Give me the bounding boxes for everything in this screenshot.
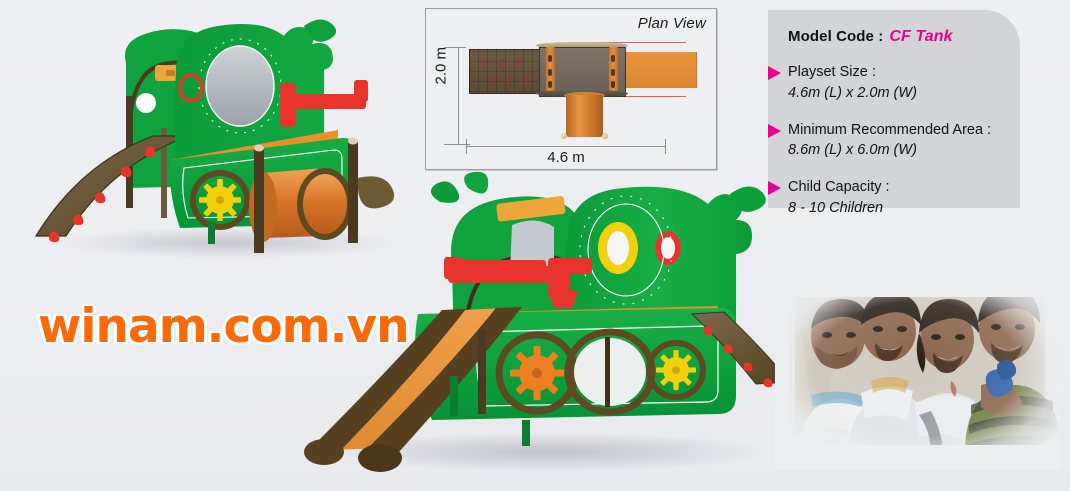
playset-render-main-view bbox=[300, 171, 792, 480]
spec-value: 8 - 10 Children bbox=[788, 199, 884, 216]
support-leg-1 bbox=[450, 376, 458, 416]
depth-dimension-label: 2.0 m bbox=[432, 46, 450, 85]
plan-ramp-grid bbox=[469, 49, 539, 92]
gear-icon-yellow bbox=[656, 350, 696, 390]
depth-dimension-line bbox=[458, 47, 459, 145]
playset-render-left-view bbox=[18, 8, 408, 278]
slide-rail-left bbox=[310, 309, 466, 451]
gear-panel-ring bbox=[190, 170, 250, 230]
tank-turret-nub bbox=[304, 19, 337, 42]
rear-post-2 bbox=[161, 128, 167, 218]
model-code-row: Model Code : CF Tank bbox=[788, 28, 1006, 46]
turret-nub-right bbox=[730, 186, 766, 212]
eye-small-inner bbox=[661, 237, 675, 259]
spec-child-capacity: Child Capacity : 8 - 10 Children bbox=[768, 178, 1006, 219]
spec-label: Playset Size : bbox=[788, 64, 876, 80]
rear-window bbox=[510, 220, 554, 271]
plan-slide bbox=[626, 52, 697, 88]
children-photo bbox=[775, 285, 1060, 470]
site-watermark: winam.com.vn bbox=[38, 299, 410, 354]
plan-column bbox=[566, 95, 603, 137]
center-divider-bar bbox=[605, 337, 610, 407]
plan-footing-right bbox=[602, 133, 608, 139]
arrow-bullet-icon bbox=[768, 181, 781, 196]
plan-band-right bbox=[609, 47, 618, 95]
gear-icon-orange bbox=[510, 346, 564, 400]
plan-body-top-edge bbox=[536, 42, 628, 49]
plan-view-diagram: Plan View bbox=[425, 8, 717, 170]
width-tick-right bbox=[665, 139, 666, 154]
support-post-rear bbox=[478, 330, 486, 414]
cannon bbox=[280, 80, 368, 127]
plan-band-left bbox=[546, 47, 555, 95]
width-dimension-line bbox=[466, 146, 666, 147]
depth-tick-top bbox=[451, 47, 466, 48]
spec-playset-size: Playset Size : 4.6m (L) x 2.0m (W) bbox=[768, 63, 1006, 104]
rear-fin-2 bbox=[464, 171, 489, 194]
model-code-value: CF Tank bbox=[889, 28, 953, 45]
tunnel-posts bbox=[254, 137, 358, 253]
rear-porthole bbox=[136, 93, 156, 113]
arrow-bullet-icon bbox=[768, 123, 781, 138]
eye-large-inner bbox=[607, 231, 629, 265]
rear-step-panel bbox=[496, 196, 566, 222]
gear-ring-right bbox=[646, 340, 706, 400]
rear-fin-left bbox=[430, 181, 460, 203]
side-slide bbox=[357, 176, 395, 209]
product-info-panel: Model Code : CF Tank Playset Size : 4.6m … bbox=[768, 10, 1020, 216]
width-dimension-label: 4.6 m bbox=[547, 149, 585, 166]
spec-minimum-area: Minimum Recommended Area : 8.6m (L) x 6.… bbox=[768, 121, 1006, 162]
ground-shadow bbox=[335, 432, 765, 472]
plan-extent-line-bottom bbox=[581, 96, 686, 97]
slide-end-bumper-right bbox=[358, 444, 402, 472]
climbing-ramp bbox=[36, 136, 188, 236]
slide-bed bbox=[334, 308, 504, 450]
depth-tick-bottom bbox=[451, 144, 466, 145]
red-ring-decal bbox=[178, 73, 204, 103]
gear-icon bbox=[199, 179, 241, 221]
arrow-bullet-icon bbox=[768, 66, 781, 80]
plan-extent-line-top bbox=[581, 42, 686, 43]
ramp-handholds bbox=[49, 146, 156, 243]
spec-value: 8.6m (L) x 6.0m (W) bbox=[788, 142, 917, 159]
plan-footing-left bbox=[561, 133, 567, 139]
cannon-flare bbox=[548, 289, 578, 308]
main-porthole-window bbox=[206, 46, 274, 126]
plan-view-title: Plan View bbox=[637, 15, 706, 32]
ramp-handholds-right bbox=[703, 326, 773, 388]
model-code-label: Model Code : bbox=[788, 28, 884, 45]
spec-label: Child Capacity : bbox=[788, 179, 890, 196]
climbing-ramp-right bbox=[692, 312, 790, 384]
width-tick-left bbox=[466, 139, 467, 154]
slide-end-bumper-left bbox=[304, 439, 344, 465]
spec-label: Minimum Recommended Area : bbox=[788, 121, 992, 138]
support-leg-2 bbox=[522, 420, 530, 446]
body-leg bbox=[208, 222, 215, 244]
spec-value: 4.6m (L) x 2.0m (W) bbox=[788, 84, 917, 101]
